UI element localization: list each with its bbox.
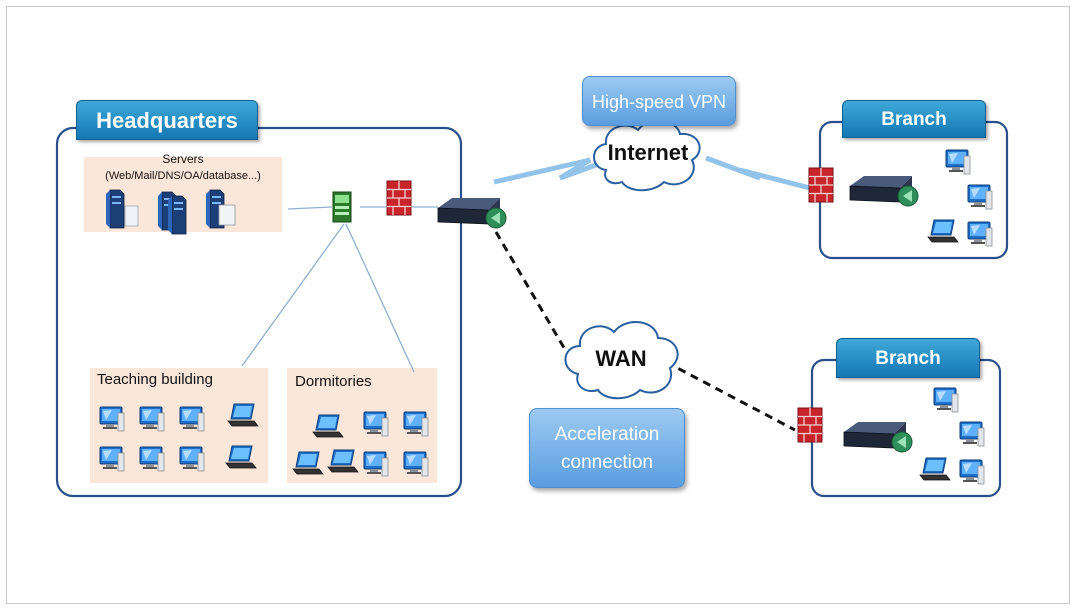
desktop-icon bbox=[363, 451, 389, 477]
desktop-icon bbox=[99, 446, 125, 472]
server-panel-icon bbox=[218, 204, 236, 226]
vpn-link-left bbox=[493, 157, 605, 185]
desktop-icon bbox=[179, 406, 205, 432]
desktop-icon bbox=[959, 459, 985, 485]
wan-label: WAN bbox=[595, 346, 647, 371]
teaching-label: Teaching building bbox=[97, 371, 213, 388]
servers-label: Servers bbox=[162, 152, 204, 166]
firewall-icon bbox=[386, 180, 412, 216]
internet-label: Internet bbox=[607, 140, 689, 165]
desktop-icon bbox=[139, 446, 165, 472]
dormitories-label: Dormitories bbox=[295, 373, 372, 390]
desktop-icon bbox=[139, 406, 165, 432]
wan-cloud bbox=[564, 320, 679, 400]
switch-icon bbox=[332, 191, 352, 223]
firewall-icon bbox=[797, 407, 823, 443]
link-switch-dormitories bbox=[345, 223, 415, 373]
desktop-icon bbox=[945, 149, 971, 175]
branch-bottom-title: Branch bbox=[836, 338, 980, 378]
server-disk-icon bbox=[124, 205, 139, 227]
desktop-icon bbox=[933, 387, 959, 413]
acceleration-label: Acceleration connection bbox=[529, 408, 685, 488]
servers-detail: (Web/Mail/DNS/OA/database...) bbox=[105, 170, 261, 182]
desktop-icon bbox=[99, 406, 125, 432]
vpn-link-right bbox=[705, 155, 811, 191]
wan-link-left bbox=[494, 231, 572, 359]
link-switch-teaching bbox=[241, 223, 345, 367]
server-icon bbox=[167, 195, 187, 235]
desktop-icon bbox=[403, 451, 429, 477]
branch-top-title: Branch bbox=[842, 100, 986, 138]
desktop-icon bbox=[967, 221, 993, 247]
desktop-icon bbox=[403, 411, 429, 437]
link-servers-switch bbox=[287, 206, 333, 210]
desktop-icon bbox=[959, 421, 985, 447]
internet-cloud bbox=[593, 119, 701, 192]
vpn-label: High-speed VPN bbox=[582, 76, 736, 126]
firewall-icon bbox=[808, 167, 834, 203]
acceleration-line-2: connection bbox=[561, 452, 653, 473]
wan-link-right bbox=[665, 360, 796, 432]
desktop-icon bbox=[363, 411, 389, 437]
server-icon bbox=[105, 189, 125, 229]
desktop-icon bbox=[967, 184, 993, 210]
outer-frame bbox=[6, 6, 1070, 604]
desktop-icon bbox=[179, 446, 205, 472]
headquarters-title: Headquarters bbox=[76, 100, 258, 140]
acceleration-line-1: Acceleration bbox=[554, 424, 660, 445]
